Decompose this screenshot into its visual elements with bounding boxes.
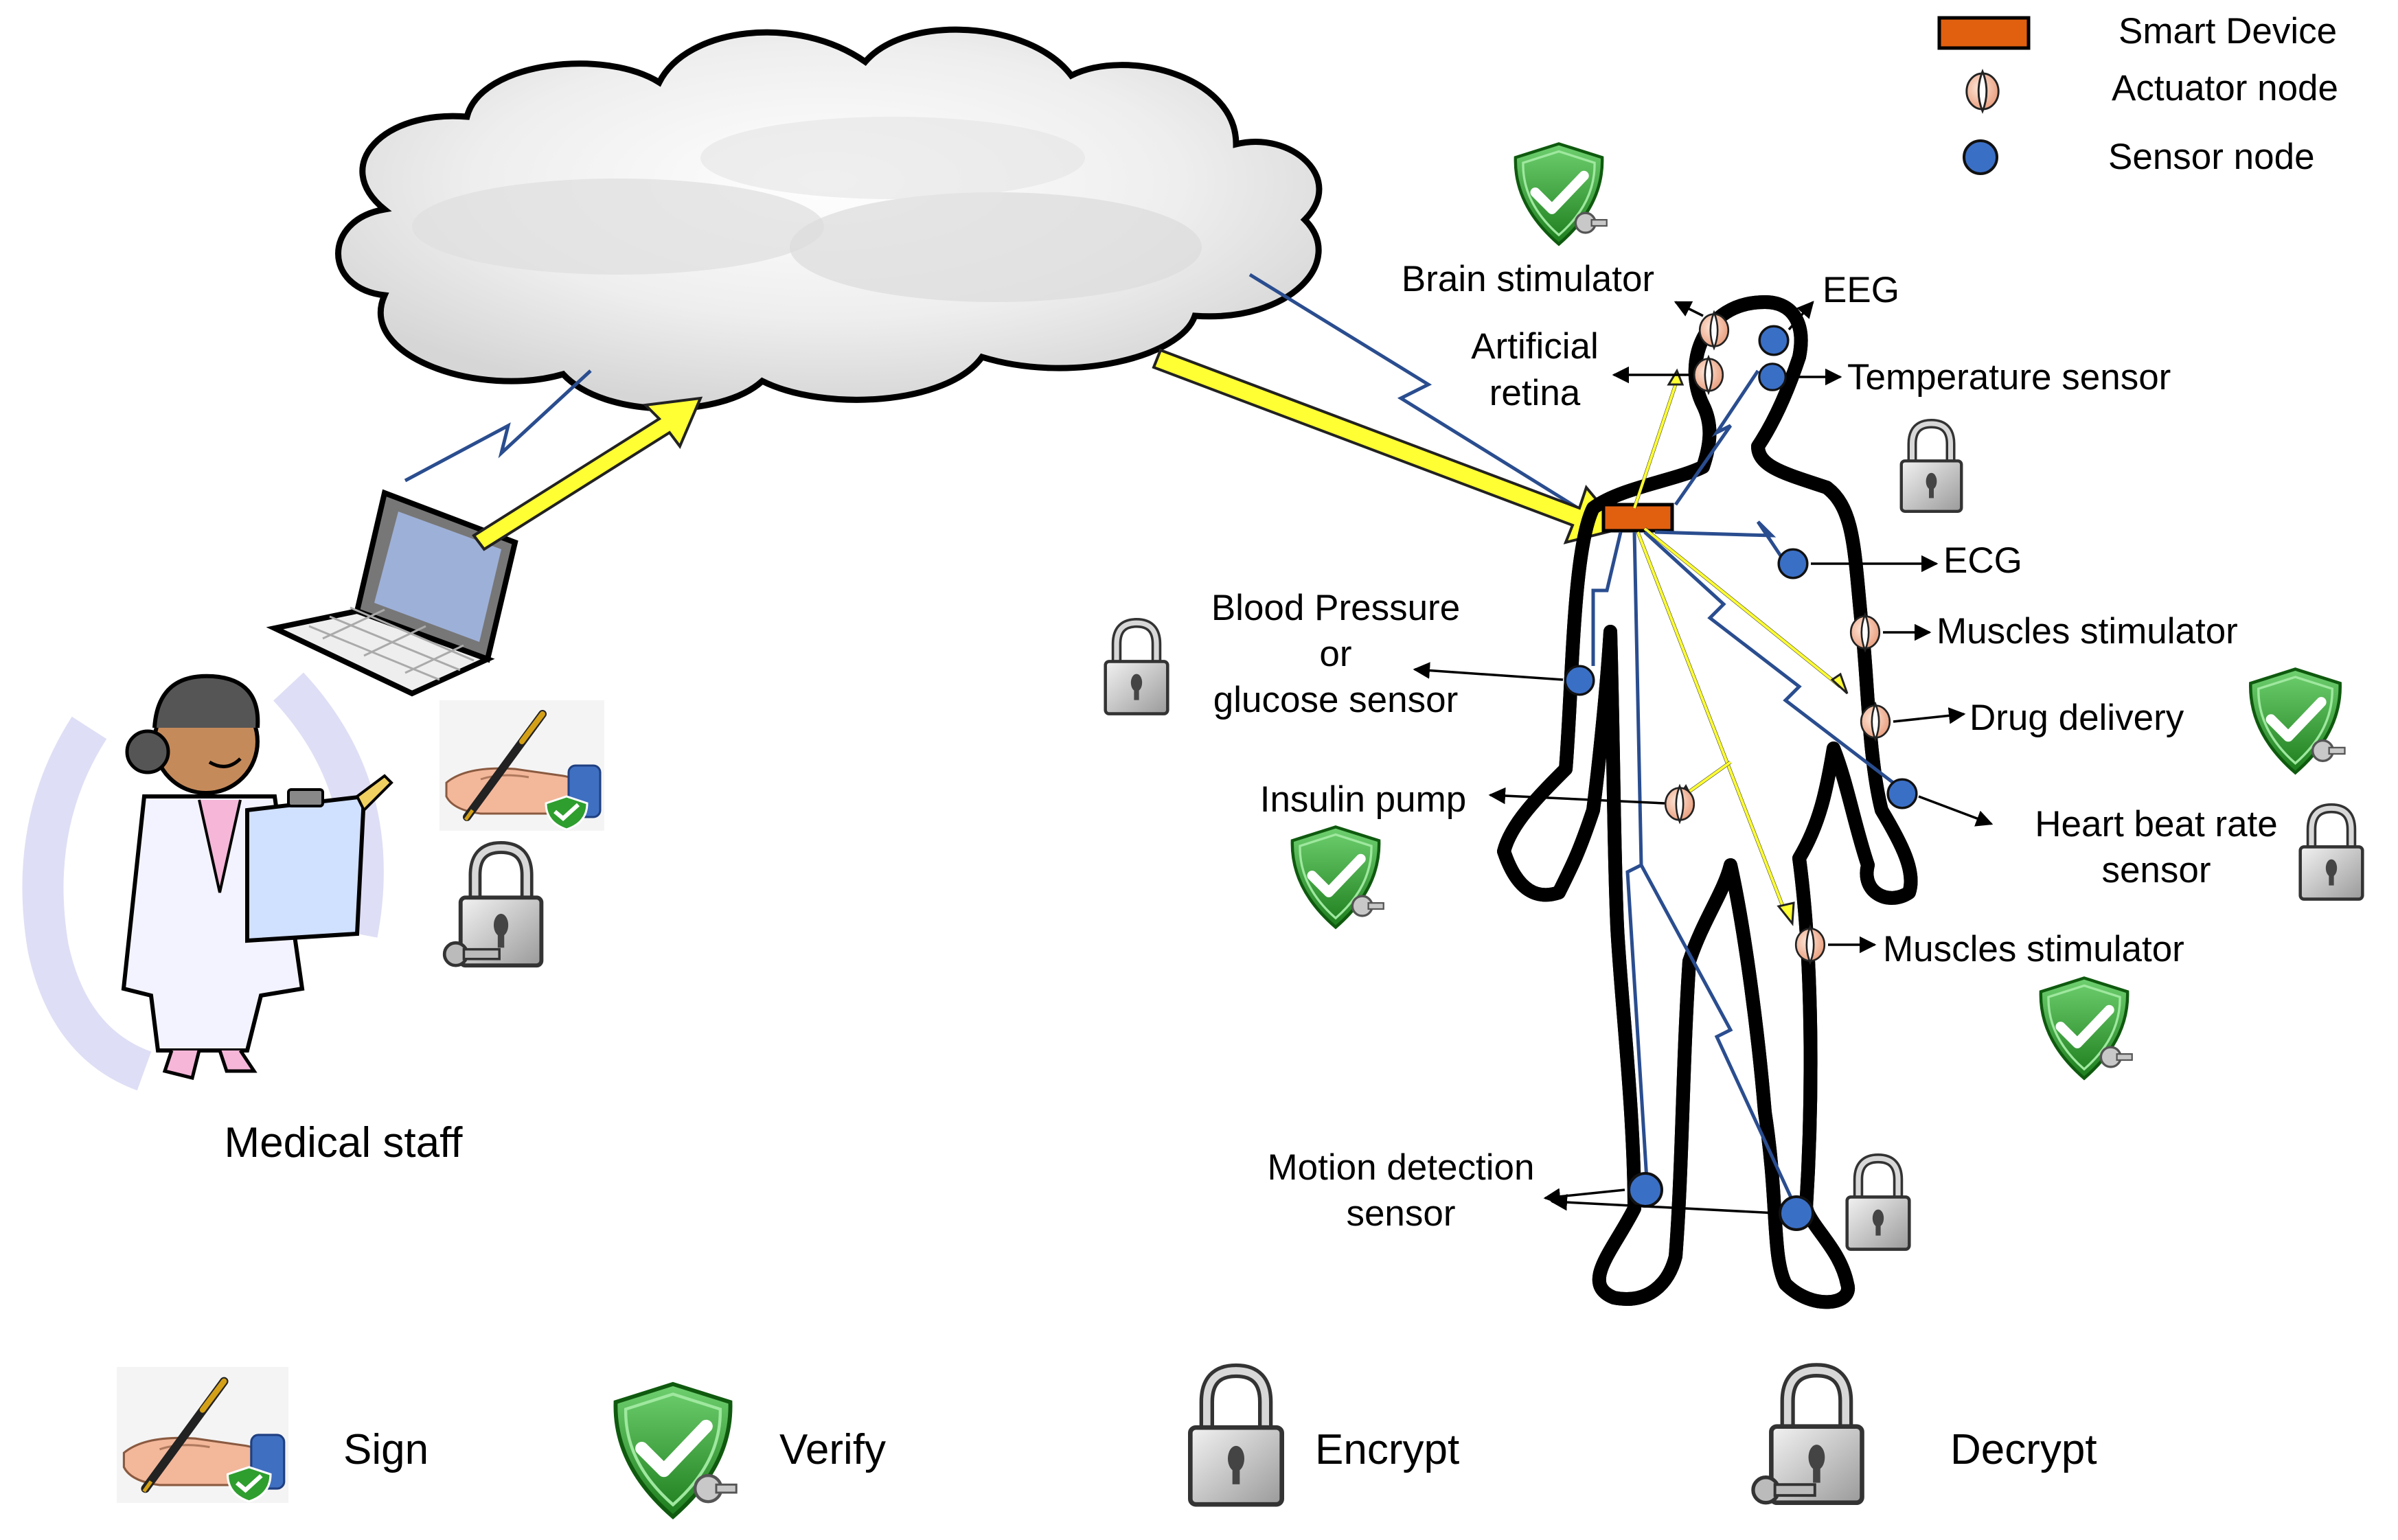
legend-smart-device-swatch — [1937, 16, 2031, 50]
legend-bottom: Sign Verify Encrypt Decrypt — [117, 1367, 2097, 1517]
decrypt-lock-icon — [1753, 1370, 1862, 1503]
sign-icon — [117, 1367, 288, 1503]
data-arrow-laptop-cloud — [472, 396, 703, 551]
legend-decrypt-label: Decrypt — [1950, 1426, 2097, 1473]
legend-verify-label: Verify — [779, 1426, 886, 1473]
sign-icon — [439, 700, 604, 831]
muscles-stimulator-lower-label: Muscles stimulator — [1883, 929, 2184, 969]
callout-arrows — [1413, 301, 1994, 1215]
medical-staff-label: Medical staff — [225, 1119, 464, 1167]
heart-beat-label-1: Heart beat rate — [2035, 804, 2278, 844]
medical-staff-figure — [22, 672, 393, 1091]
encrypt-lock-icon — [1106, 623, 1168, 713]
heart-beat-node — [1886, 778, 1918, 809]
encrypt-lock-icon — [1902, 424, 1962, 512]
encrypt-lock-icon — [1847, 1158, 1910, 1249]
ecg-node — [1777, 548, 1809, 579]
blood-pressure-label-2: or — [1319, 634, 1351, 674]
decrypt-lock-icon — [444, 847, 541, 965]
brain-stimulator-node — [1698, 311, 1730, 349]
eeg-node — [1758, 325, 1790, 356]
temperature-sensor-node — [1758, 363, 1787, 391]
heart-beat-label-2: sensor — [2101, 850, 2211, 890]
legend-sign-label: Sign — [343, 1426, 429, 1473]
muscles-stimulator-lower-node — [1794, 926, 1826, 964]
motion-detection-label-2: sensor — [1346, 1193, 1455, 1234]
eeg-label: EEG — [1823, 270, 1899, 310]
human-body-outline — [1497, 295, 1911, 1302]
blood-pressure-node — [1564, 665, 1595, 696]
verify-shield-icon — [615, 1384, 736, 1517]
verify-shield-icon — [2041, 978, 2132, 1078]
motion-detection-node-left — [1628, 1172, 1663, 1208]
legend-smart-device-label: Smart Device — [2119, 11, 2337, 51]
laptop-icon — [266, 489, 518, 697]
legend-encrypt-label: Encrypt — [1315, 1426, 1459, 1473]
artificial-retina-label-1: Artificial — [1471, 326, 1599, 367]
drug-delivery-label: Drug delivery — [1969, 698, 2184, 738]
wireless-link — [404, 369, 592, 483]
verify-shield-icon — [2250, 669, 2344, 773]
motion-detection-node-right — [1779, 1195, 1814, 1231]
cloud-icon — [335, 26, 1323, 412]
legend-top: Smart Device Actuator node Sensor node — [1937, 11, 2338, 177]
smart-device — [1601, 503, 1674, 533]
muscles-stimulator-upper-node — [1849, 613, 1881, 652]
legend-sensor-swatch — [1963, 139, 1998, 175]
motion-detection-label-1: Motion detection — [1268, 1147, 1535, 1188]
internal-links — [1591, 368, 1904, 1217]
muscles-stimulator-upper-label: Muscles stimulator — [1937, 611, 2238, 652]
legend-sensor-label: Sensor node — [2108, 137, 2315, 177]
verify-shield-icon — [1292, 827, 1384, 927]
legend-actuator-label: Actuator node — [2112, 68, 2338, 108]
data-arrow-cloud-body — [1152, 348, 1623, 544]
temperature-sensor-label: Temperature sensor — [1847, 357, 2171, 398]
brain-stimulator-label: Brain stimulator — [1402, 259, 1654, 299]
encrypt-lock-icon — [1190, 1371, 1281, 1505]
blood-pressure-label-1: Blood Pressure — [1211, 588, 1460, 628]
blood-pressure-label-3: glucose sensor — [1213, 680, 1458, 720]
insulin-pump-label: Insulin pump — [1260, 779, 1467, 820]
encrypt-lock-icon — [2300, 808, 2363, 899]
verify-shield-icon — [1516, 143, 1607, 244]
artificial-retina-node — [1693, 356, 1724, 394]
insulin-pump-node — [1664, 785, 1695, 823]
legend-actuator-swatch — [1965, 70, 2000, 113]
ecg-label: ECG — [1943, 540, 2022, 581]
wireless-link — [1248, 273, 1601, 524]
drug-delivery-node — [1860, 702, 1891, 741]
artificial-retina-label-2: retina — [1489, 373, 1581, 413]
